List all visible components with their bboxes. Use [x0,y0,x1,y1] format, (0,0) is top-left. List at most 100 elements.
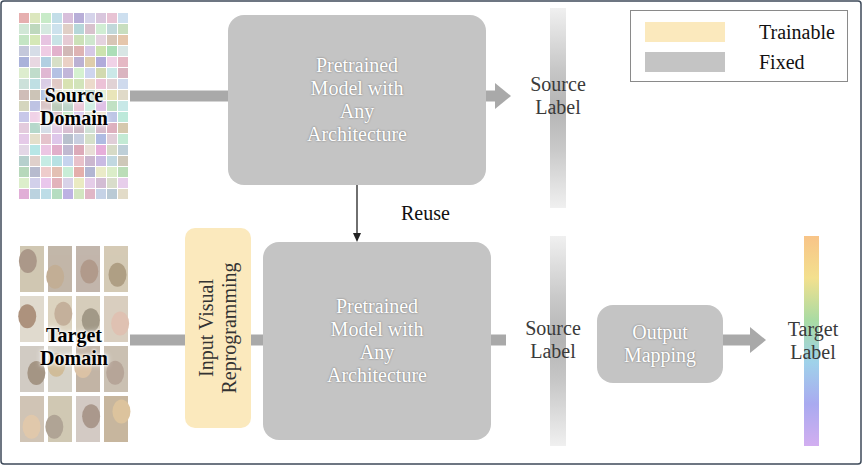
mosaic-tile [52,145,62,155]
mosaic-tile [85,189,95,199]
mosaic-tile [19,112,29,122]
mosaic-tile [85,46,95,56]
mosaic-tile [30,167,40,177]
mosaic-tile [19,145,29,155]
mosaic-tile [41,46,51,56]
photo-tile [18,296,44,342]
photo-tile [20,396,44,442]
node-text: Source Label [523,73,593,119]
animal-shape [18,304,36,328]
mosaic-tile [52,134,62,144]
mosaic-tile [19,123,29,133]
mosaic-tile [41,167,51,177]
mosaic-tile [52,46,62,56]
mosaic-tile [96,189,106,199]
mosaic-tile [30,68,40,78]
target-label-text: Target Label [770,310,856,372]
mosaic-tile [118,156,128,166]
mosaic-tile [85,68,95,78]
mosaic-tile [19,24,29,34]
mosaic-tile [85,13,95,23]
mosaic-tile [118,134,128,144]
mosaic-tile [41,57,51,67]
mosaic-tile [107,189,117,199]
animal-shape [45,415,63,439]
mosaic-tile [52,189,62,199]
target-domain-images: Target Domain [18,244,130,450]
mosaic-tile [107,13,117,23]
mosaic-tile [52,167,62,177]
reuse-arrow [356,185,357,233]
photo-ground [104,246,128,292]
mosaic-tile [85,167,95,177]
mosaic-tile [41,178,51,188]
mosaic-tile [19,167,29,177]
mosaic-tile [107,134,117,144]
photo-tile [104,396,130,442]
mosaic-tile [30,79,40,89]
mosaic-tile [74,134,84,144]
mosaic-tile [118,145,128,155]
reprogramming-box: Input Visual Reprogramming [185,228,251,428]
mosaic-tile [107,112,117,122]
animal-shape [108,263,126,287]
mosaic-tile [74,57,84,67]
animal-shape [106,361,124,385]
mosaic-tile [96,68,106,78]
mosaic-tile [41,13,51,23]
legend-text: Trainable [759,21,835,44]
mosaic-tile [107,178,117,188]
mosaic-tile [96,46,106,56]
flow-bar [491,335,506,346]
mosaic-tile [118,57,128,67]
node-text: Target Label [778,318,848,364]
mosaic-tile [118,178,128,188]
edge-label: Reuse [399,202,452,225]
mosaic-tile [63,156,73,166]
mosaic-tile [41,189,51,199]
mosaic-tile [52,68,62,78]
mosaic-tile [52,35,62,45]
legend-swatch [645,22,725,42]
animal-shape [23,415,41,439]
output-mapping-box: Output Mapping [597,305,723,383]
mosaic-tile [118,90,128,100]
mosaic-tile [30,46,40,56]
mosaic-tile [30,13,40,23]
mosaic-tile [96,57,106,67]
mosaic-tile [107,79,117,89]
node-text: Pretrained Model with Any Architecture [300,54,415,146]
mosaic-tile [118,46,128,56]
mosaic-tile [63,57,73,67]
mosaic-tile [107,68,117,78]
mosaic-tile [63,178,73,188]
photo-tile [76,246,100,292]
mosaic-tile [107,101,117,111]
mosaic-tile [118,13,128,23]
photo-tile [46,246,72,292]
legend-entry: Fixed [645,50,833,74]
mosaic-tile [74,167,84,177]
mosaic-tile [30,156,40,166]
mosaic-tile [63,134,73,144]
label-vector-text: Source Label [515,65,601,127]
mosaic-tile [30,134,40,144]
mosaic-tile [74,178,84,188]
mosaic-tile [118,123,128,133]
mosaic-tile [107,156,117,166]
source-image-mosaic [19,13,128,199]
legend-text: Fixed [759,51,805,74]
mosaic-tile [41,35,51,45]
mosaic-tile [96,167,106,177]
mosaic-tile [19,90,29,100]
mosaic-tile [85,57,95,67]
mosaic-tile [107,167,117,177]
mosaic-tile [63,46,73,56]
photo-tile [104,296,129,342]
mosaic-tile [19,178,29,188]
mosaic-tile [52,156,62,166]
label-vector-text: Source Label [510,309,596,371]
mosaic-tile [118,189,128,199]
photo-ground [76,246,100,292]
